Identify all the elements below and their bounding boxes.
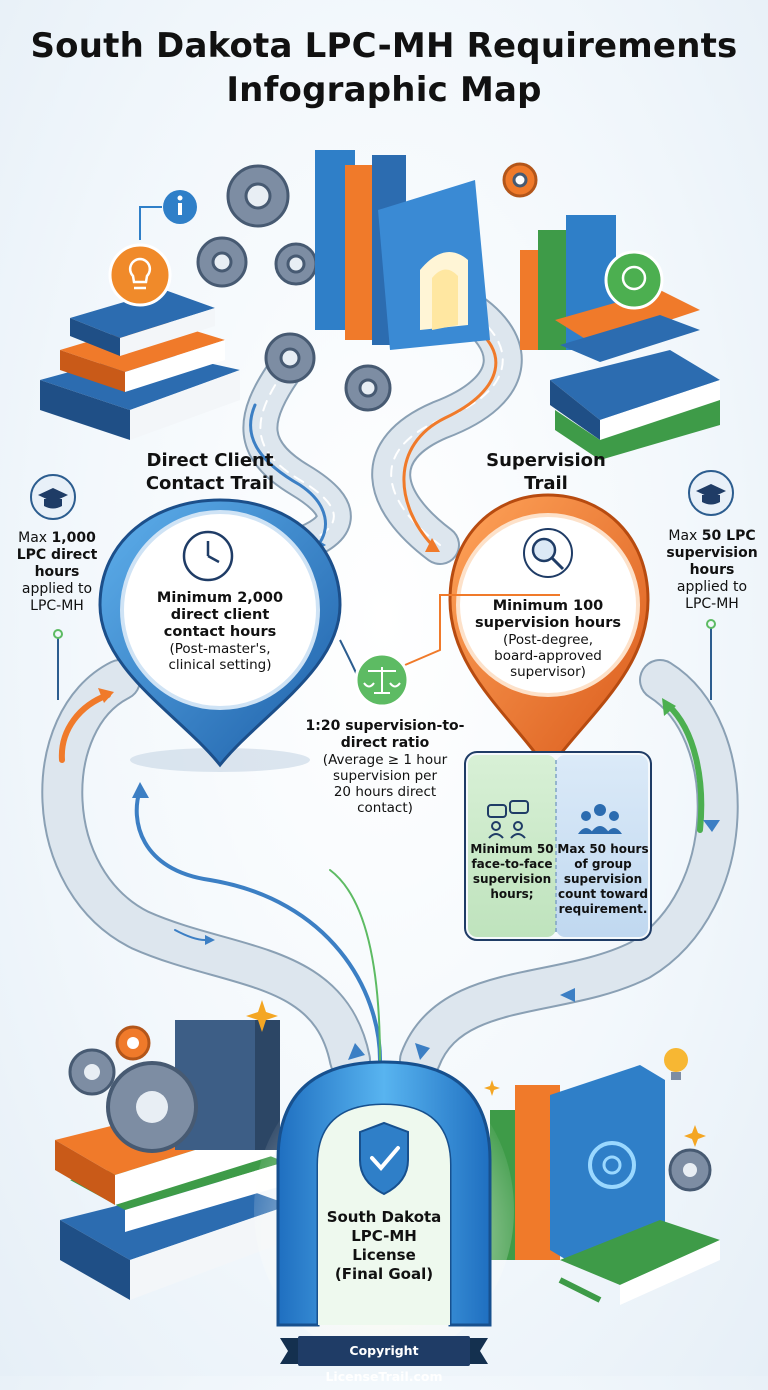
- chat-people-icon: [487, 800, 529, 839]
- page-title-line2: Infographic Map: [226, 70, 542, 110]
- panel-right-text: Max 50 hours of group supervision count …: [557, 842, 649, 916]
- ratio-connector: [339, 594, 560, 708]
- copyright-banner: [280, 1336, 488, 1366]
- supervision-detail-panel: [464, 751, 652, 941]
- book-stack-top-left: [40, 243, 240, 440]
- ratio-text: 1:20 supervision-to- direct ratio (Avera…: [305, 718, 465, 816]
- gears-top: [196, 162, 538, 412]
- copyright-text: Copyright LicenseTrail.com: [325, 1343, 443, 1384]
- direct-pin-text: Minimum 2,000 direct client contact hour…: [156, 590, 284, 673]
- book-stack-top-right: [520, 215, 720, 460]
- graduation-cap-icon-left: [30, 474, 76, 700]
- panel-left-text: Minimum 50 face-to-face supervision hour…: [470, 842, 554, 901]
- left-side-note: Max 1,000 LPC direct hours applied to LP…: [16, 530, 98, 614]
- info-badge: [139, 190, 197, 240]
- book-stack-bottom-right: [490, 1048, 720, 1305]
- page-title-line1: South Dakota LPC-MH Requirements: [30, 26, 738, 66]
- pin-direct-contact: [98, 498, 342, 772]
- final-goal-gate: [254, 1060, 514, 1360]
- pin-supervision: [448, 493, 650, 773]
- sparkle-icons: [246, 1000, 706, 1147]
- group-icon: [578, 804, 622, 834]
- final-goal-text: South Dakota LPC-MH License (Final Goal): [326, 1208, 442, 1283]
- supervision-pin-text: Minimum 100 supervision hours (Post-degr…: [474, 598, 622, 680]
- right-side-note: Max 50 LPC supervision hours applied to …: [666, 528, 758, 612]
- graduation-cap-icon-right: [688, 470, 734, 700]
- book-stack-bottom-left: [55, 1020, 290, 1300]
- book-gate-center: [315, 150, 490, 350]
